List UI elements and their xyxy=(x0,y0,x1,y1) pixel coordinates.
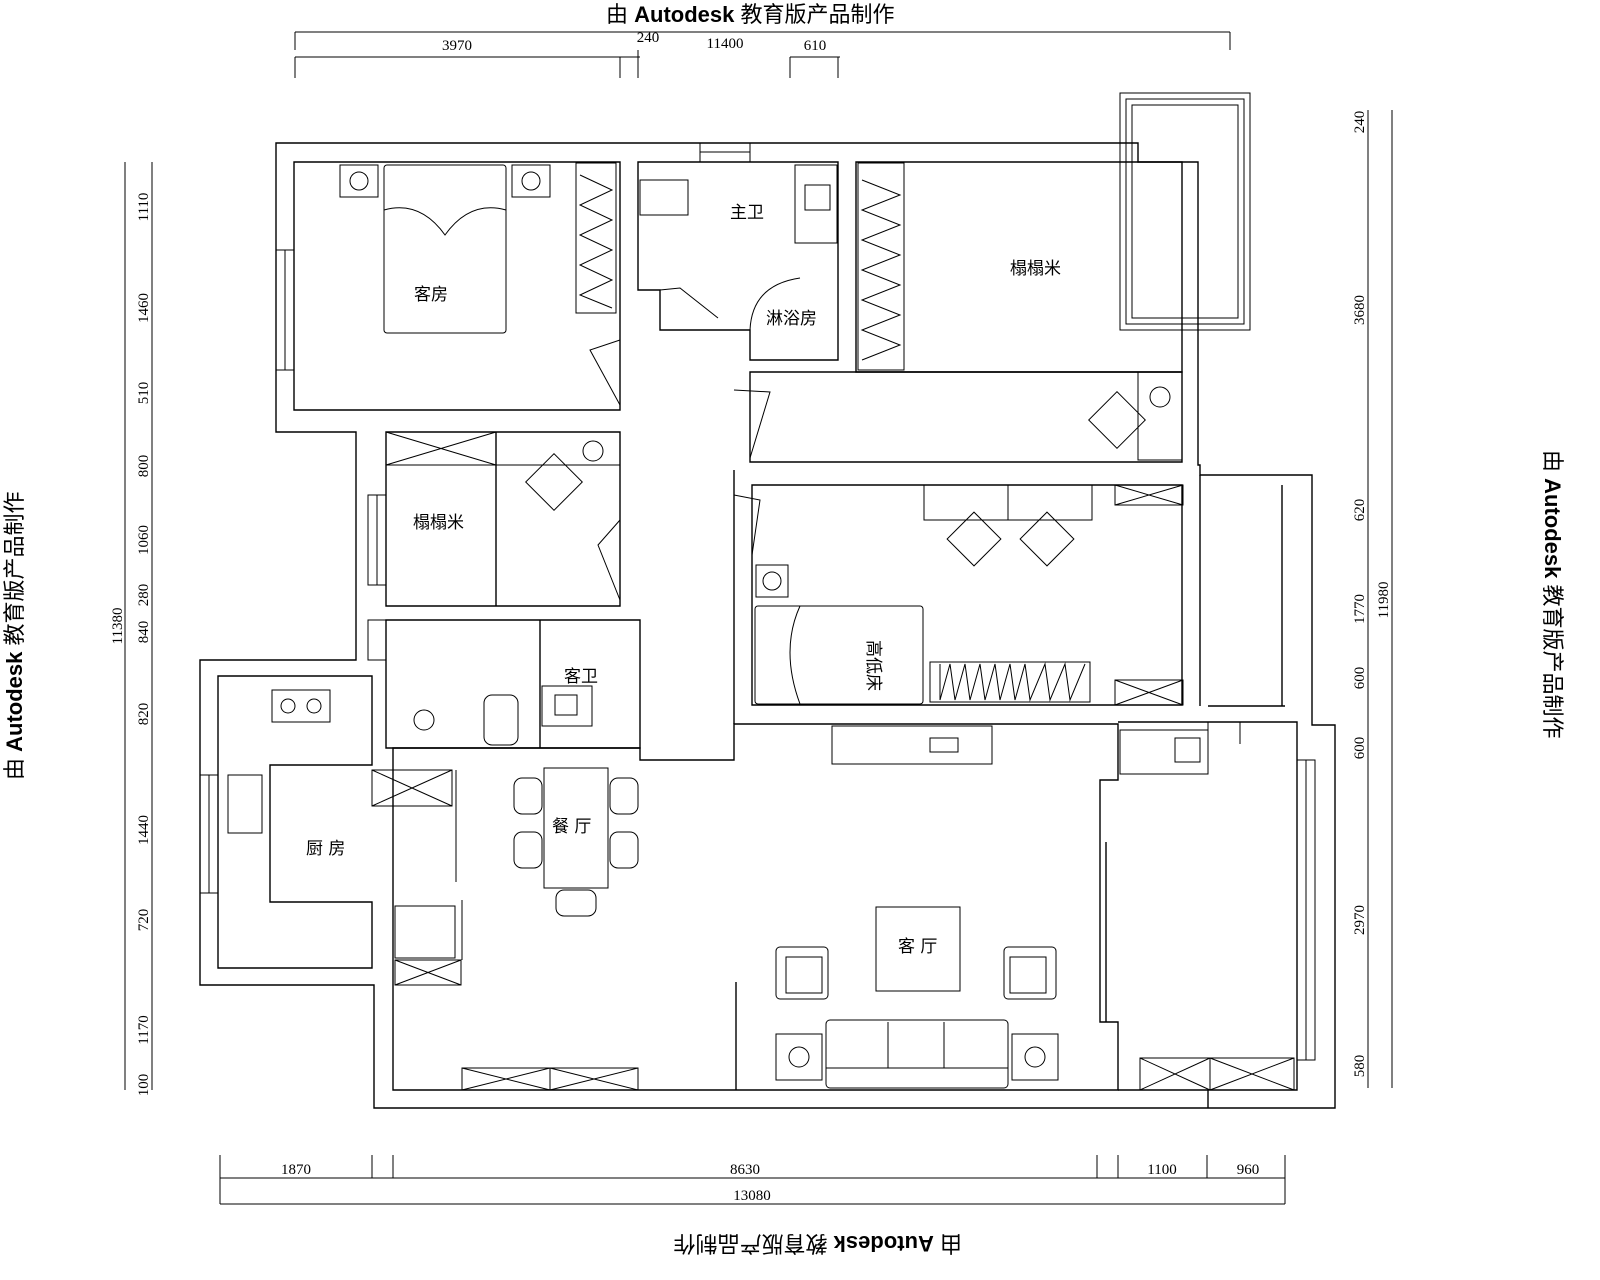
dimension-right: 600 xyxy=(1352,667,1368,690)
dimension-left: 510 xyxy=(136,382,152,405)
armchair xyxy=(775,946,829,1000)
dimension-bottom-total: 13080 xyxy=(733,1188,771,1204)
dining-table xyxy=(543,767,609,889)
dimension-bottom: 1100 xyxy=(1147,1162,1176,1178)
dimension-left: 720 xyxy=(136,909,152,932)
dimension-left: 1110 xyxy=(136,193,152,222)
dimension-bottom: 1870 xyxy=(281,1162,311,1178)
dimension-left: 820 xyxy=(136,703,152,726)
dimension-top: 3970 xyxy=(442,38,472,54)
sofa xyxy=(825,1019,1009,1089)
label-bunk-bed: 高低床 xyxy=(863,640,883,691)
dimension-left: 840 xyxy=(136,621,152,644)
wardrobe xyxy=(575,162,617,314)
dimension-left: 280 xyxy=(136,584,152,607)
dimension-left: 1170 xyxy=(136,1015,152,1044)
doors xyxy=(455,277,801,960)
dimension-right: 240 xyxy=(1352,111,1368,134)
label-shower: 淋浴房 xyxy=(766,309,817,329)
dimension-lines xyxy=(124,31,1393,1205)
dimension-left-total: 11380 xyxy=(110,608,126,645)
armchair xyxy=(1003,946,1057,1000)
dimension-right-total: 11980 xyxy=(1376,582,1392,619)
label-living: 客 厅 xyxy=(898,937,937,957)
watermark-left: 由 Autodesk 教育版产品制作 xyxy=(2,491,27,780)
dimension-right: 580 xyxy=(1352,1055,1368,1078)
dimension-bottom: 960 xyxy=(1237,1162,1260,1178)
walls xyxy=(199,142,1336,1109)
label-guest-room: 客房 xyxy=(414,285,448,305)
label-kitchen: 厨 房 xyxy=(306,839,345,859)
dimension-top-total: 11400 xyxy=(707,36,744,52)
svg-text:由 Autodesk 教育版产品制作: 由 Autodesk 教育版产品制作 xyxy=(606,2,895,27)
dimension-labels: 3970 240 610 11400 1110 1460 510 800 1060 280 840 8… xyxy=(110,30,1392,1204)
dimension-right: 3680 xyxy=(1352,295,1368,325)
dimension-left: 1460 xyxy=(136,293,152,323)
dimension-right: 1770 xyxy=(1352,594,1368,624)
svg-text:由 Autodesk 教育版产品制作: 由 Autodesk 教育版产品制作 xyxy=(1540,450,1565,739)
dimension-top: 610 xyxy=(804,38,827,54)
windows xyxy=(199,92,1316,1061)
dimension-left: 1440 xyxy=(136,815,152,845)
wardrobe xyxy=(857,162,905,371)
svg-text:由 Autodesk 教育版产品制作: 由 Autodesk 教育版产品制作 xyxy=(673,1231,962,1256)
furniture xyxy=(227,162,1295,1091)
dimension-bottom: 8630 xyxy=(730,1162,760,1178)
dimension-right: 2970 xyxy=(1352,905,1368,935)
guest-bed xyxy=(383,164,507,334)
label-tatami-1: 榻榻米 xyxy=(1010,259,1061,279)
label-guest-bath: 客卫 xyxy=(564,667,598,687)
dimension-top: 240 xyxy=(637,30,660,46)
dimension-right: 620 xyxy=(1352,499,1368,522)
label-dining: 餐 厅 xyxy=(552,817,591,837)
dimension-left: 800 xyxy=(136,455,152,478)
label-tatami-2: 榻榻米 xyxy=(413,513,464,533)
dimension-left: 100 xyxy=(136,1074,152,1097)
bunk-bed xyxy=(754,605,924,705)
dimension-left: 1060 xyxy=(136,525,152,555)
dimension-right: 600 xyxy=(1352,737,1368,760)
watermark-right: 由 Autodesk 教育版产品制作 xyxy=(1540,450,1565,739)
watermark-top: 由 Autodesk 教育版产品制作 xyxy=(606,2,895,27)
label-master-bath: 主卫 xyxy=(730,203,764,223)
svg-text:由 Autodesk 教育版产品制作: 由 Autodesk 教育版产品制作 xyxy=(2,491,27,780)
watermark-bottom: 由 Autodesk 教育版产品制作 xyxy=(673,1231,962,1256)
